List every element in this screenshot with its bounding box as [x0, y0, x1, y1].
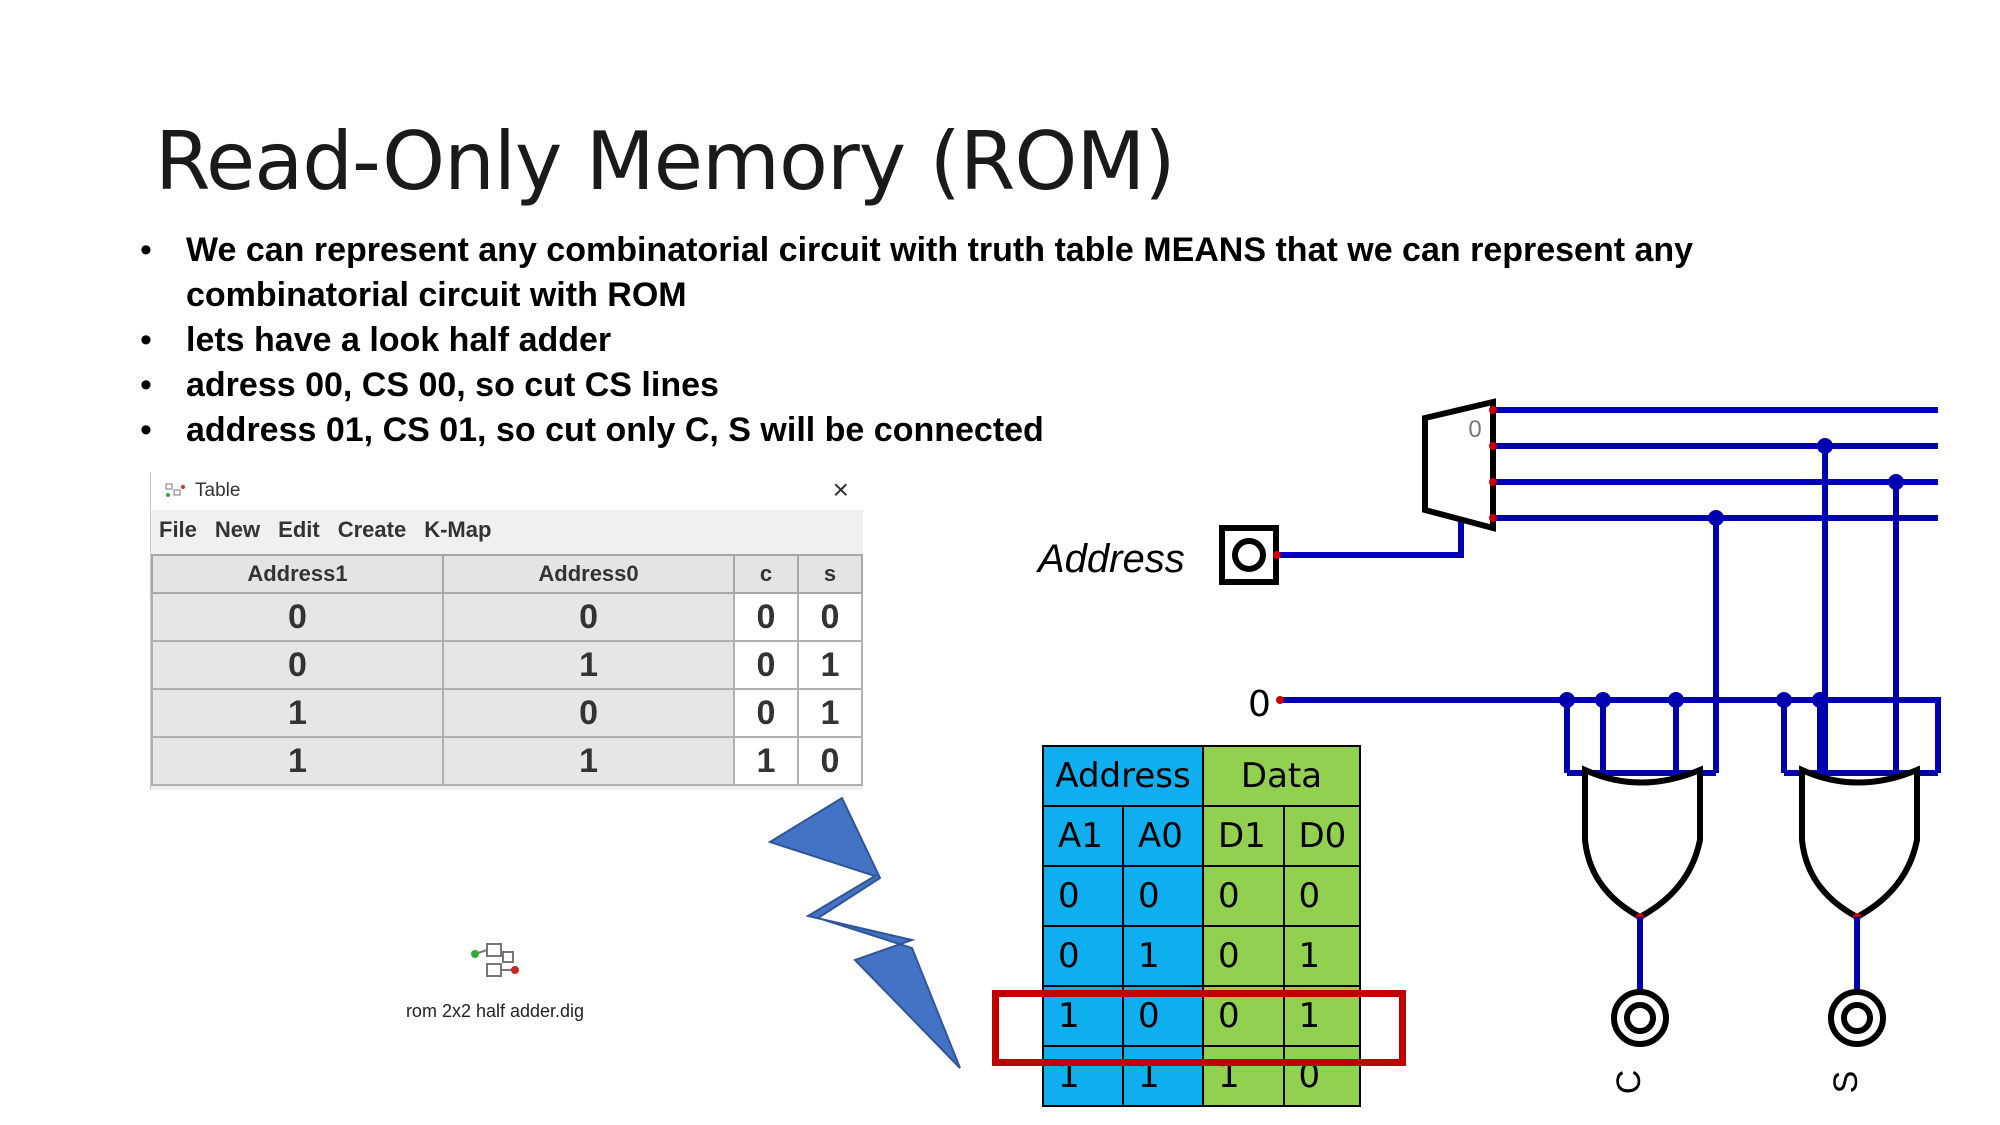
data-bus-wires [1493, 407, 1938, 521]
circuit-file-icon [471, 943, 519, 977]
rom-cell: 0 [1202, 925, 1285, 987]
rom-column-header: D1 [1202, 805, 1285, 867]
table-cell[interactable]: 1 [150, 688, 445, 738]
menu-create[interactable]: Create [337, 517, 407, 542]
table-window: Table × File New Edit Create K-Map Addre… [150, 472, 863, 790]
output-pin-c [1611, 989, 1669, 1047]
rom-data-group-header: Data [1202, 745, 1361, 807]
rom-cell: 1 [1282, 925, 1361, 987]
rom-address-group-header: Address [1042, 745, 1204, 807]
bullet-item: •lets have a look half adder [140, 321, 612, 359]
table-cell[interactable]: 0 [442, 688, 736, 738]
truth-table: Address1 Address0 c s 0 0 0 0 0 1 0 1 1 … [150, 554, 863, 786]
highlight-box [992, 990, 1406, 1066]
bullet-list: •We can represent any combinatorial circ… [140, 228, 1900, 453]
table-cell[interactable]: 1 [797, 640, 863, 690]
table-cell[interactable]: 0 [733, 688, 799, 738]
rom-cell: 0 [1202, 865, 1285, 927]
rom-column-header: D0 [1282, 805, 1361, 867]
rom-column-header: A0 [1122, 805, 1204, 867]
bullet-text: address 01, CS 01, so cut only C, S will… [186, 411, 1044, 449]
constant-zero-label: 0 [1248, 684, 1271, 725]
address-wire [1276, 522, 1464, 558]
table-cell[interactable]: 1 [442, 736, 736, 786]
rom-cell: 0 [1282, 865, 1361, 927]
table-cell[interactable]: 0 [733, 592, 799, 642]
rom-cell: 1 [1122, 925, 1204, 987]
rom-cell: 1 [1202, 1045, 1285, 1107]
rom-table: Address Data A1 A0 D1 D0 0 0 0 0 0 1 0 1… [1042, 745, 1361, 1107]
bullet-item: •adress 00, CS 00, so cut CS lines [140, 366, 719, 404]
rom-row: 1 1 1 0 [1042, 1045, 1361, 1107]
or-gate-c [1582, 765, 1703, 921]
menu-edit[interactable]: Edit [278, 517, 320, 542]
table-cell[interactable]: 0 [797, 736, 863, 786]
table-cell[interactable]: 1 [797, 688, 863, 738]
table-cell[interactable]: 1 [442, 640, 736, 690]
column-header[interactable]: c [733, 554, 799, 594]
lightning-bolt-icon [767, 796, 961, 1069]
mux-label: 0 [1468, 416, 1481, 443]
menu-bar: File New Edit Create K-Map [151, 510, 863, 550]
table-cell[interactable]: 0 [442, 592, 736, 642]
slide-title: Read-Only Memory (ROM) [155, 115, 1176, 208]
window-title: Table [195, 480, 241, 501]
menu-file[interactable]: File [159, 517, 197, 542]
table-row: 0 0 0 0 [150, 592, 863, 642]
bullet-text: We can represent any combinatorial circu… [186, 231, 1694, 314]
column-header[interactable]: s [797, 554, 863, 594]
rom-row: 0 0 0 0 [1042, 865, 1361, 927]
address-input-pin [1219, 525, 1279, 585]
menu-new[interactable]: New [214, 517, 261, 542]
output-label-c: C [1610, 1070, 1648, 1095]
table-header-row: Address1 Address0 c s [150, 554, 863, 594]
table-row: 1 1 1 0 [150, 736, 863, 786]
or-gate-s [1799, 765, 1920, 921]
table-cell[interactable]: 1 [733, 736, 799, 786]
table-cell[interactable]: 0 [150, 640, 445, 690]
table-cell[interactable]: 1 [150, 736, 445, 786]
table-row: 0 1 0 1 [150, 640, 863, 690]
window-titlebar: Table × [151, 472, 863, 510]
table-cell[interactable]: 0 [733, 640, 799, 690]
rom-cell: 0 [1042, 865, 1124, 927]
rom-header-row: A1 A0 D1 D0 [1042, 805, 1361, 867]
bullet-item: •address 01, CS 01, so cut only C, S wil… [140, 411, 1044, 449]
file-name: rom 2x2 half adder.dig [405, 1001, 585, 1021]
rom-cell: 0 [1282, 1045, 1361, 1107]
close-icon[interactable]: × [832, 474, 849, 505]
output-label-s: S [1827, 1071, 1865, 1094]
bullet-text: lets have a look half adder [186, 321, 612, 359]
table-cell[interactable]: 0 [797, 592, 863, 642]
table-row: 1 0 0 1 [150, 688, 863, 738]
rom-cell: 0 [1122, 865, 1204, 927]
column-header[interactable]: Address0 [442, 554, 736, 594]
menu-kmap[interactable]: K-Map [424, 517, 492, 542]
output-pin-s [1828, 989, 1886, 1047]
table-cell[interactable]: 0 [150, 592, 445, 642]
address-label: Address [1036, 537, 1185, 581]
app-icon [165, 483, 185, 497]
multiplexer-symbol [1422, 398, 1496, 532]
constant-wire [1280, 697, 1941, 773]
bullet-text: adress 00, CS 00, so cut CS lines [186, 366, 719, 404]
rom-cell: 1 [1122, 1045, 1204, 1107]
file-shortcut[interactable]: rom 2x2 half adder.dig [395, 940, 595, 1022]
rom-group-header-row: Address Data [1042, 745, 1361, 807]
rom-column-header: A1 [1042, 805, 1124, 867]
bullet-item: •We can represent any combinatorial circ… [140, 231, 1694, 314]
rom-cell: 1 [1042, 1045, 1124, 1107]
column-header[interactable]: Address1 [150, 554, 445, 594]
rom-row: 0 1 0 1 [1042, 925, 1361, 987]
rom-cell: 0 [1042, 925, 1124, 987]
